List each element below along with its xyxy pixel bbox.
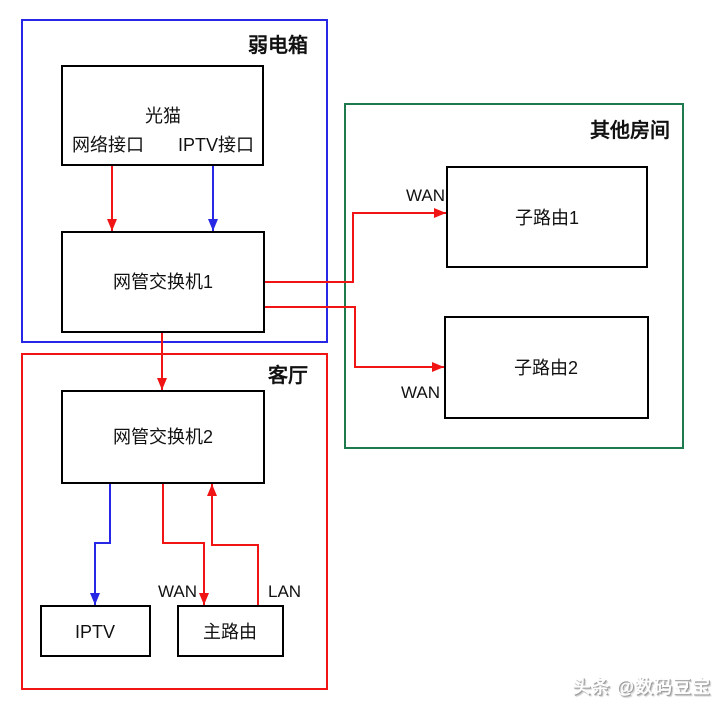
- edge-label-wan-sub-router1: WAN: [406, 186, 445, 205]
- node-switch2: [61, 390, 265, 484]
- group-weak-current-box: [21, 19, 328, 343]
- modem-network-port-label: 网络接口: [72, 135, 144, 155]
- watermark: 头条 @数码豆宝: [572, 677, 711, 697]
- node-label-switch2: 网管交换机2: [113, 427, 213, 447]
- node-iptv: [40, 605, 151, 657]
- edge-label-wan-main-router: WAN: [158, 582, 197, 601]
- node-label-sub-router2: 子路由2: [514, 358, 578, 378]
- group-label-weak-current-box: 弱电箱: [248, 33, 308, 57]
- node-switch1: [61, 231, 265, 333]
- group-other-rooms: [344, 103, 684, 449]
- node-label-sub-router1: 子路由1: [515, 208, 579, 228]
- edge-switch2-to-main-router-wan: [162, 483, 209, 605]
- edge-switch1-to-sub-router1: [264, 208, 446, 283]
- node-main-router: [177, 605, 284, 657]
- group-label-other-rooms: 其他房间: [590, 118, 670, 142]
- edge-label-lan-main-router: LAN: [268, 582, 301, 601]
- node-label-modem: 光猫: [145, 106, 181, 126]
- node-label-iptv: IPTV: [75, 622, 115, 642]
- edge-main-router-lan-to-switch2: [207, 484, 259, 606]
- node-label-switch1: 网管交换机1: [113, 272, 213, 292]
- group-label-living-room: 客厅: [267, 363, 308, 387]
- edge-switch2-to-iptv: [90, 483, 111, 605]
- node-sub-router1: [446, 166, 648, 268]
- node-modem: [61, 65, 264, 166]
- group-living-room: [21, 353, 328, 690]
- edge-label-wan-sub-router2: WAN: [401, 383, 440, 402]
- modem-iptv-port-label: IPTV接口: [178, 135, 254, 155]
- node-sub-router2: [444, 316, 649, 419]
- node-label-main-router: 主路由: [203, 622, 257, 642]
- edge-switch1-to-sub-router2: [264, 306, 444, 372]
